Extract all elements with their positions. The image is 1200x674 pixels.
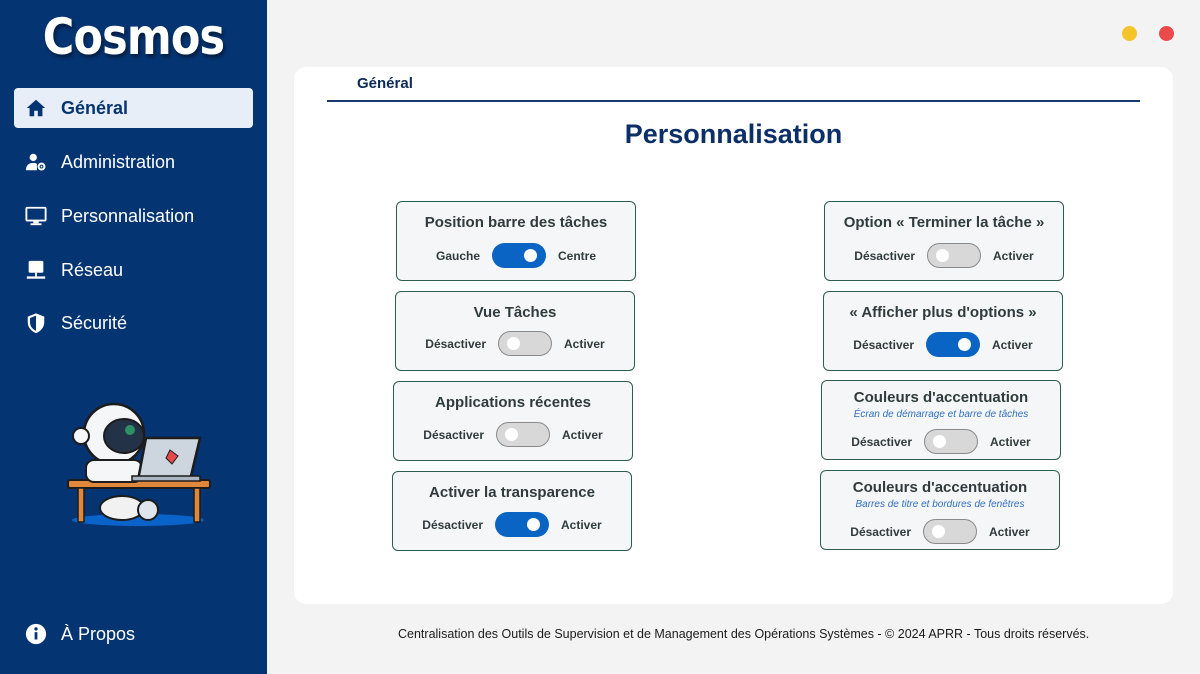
minimize-button[interactable] (1122, 26, 1137, 41)
astronaut-illustration (67, 402, 211, 526)
toggle-off-label: Désactiver (851, 434, 913, 449)
info-icon (24, 622, 48, 646)
option-label: Applications récentes (435, 394, 591, 411)
close-button[interactable] (1159, 26, 1174, 41)
toggle-on-label: Centre (558, 248, 597, 263)
network-icon (24, 258, 48, 282)
sidebar-item-reseau[interactable]: Réseau (14, 250, 253, 290)
option-taskbar-position: Position barre des tâches Gauche Centre (396, 201, 636, 281)
monitor-icon (24, 204, 48, 228)
main-panel: Général Personnalisation Position barre … (294, 67, 1173, 604)
task-view-toggle[interactable] (498, 331, 553, 356)
option-end-task: Option « Terminer la tâche » Désactiver … (824, 201, 1064, 281)
toggle-on-label: Activer (990, 434, 1031, 449)
shield-icon (24, 311, 48, 335)
home-icon (24, 96, 48, 120)
option-subtitle: Écran de démarrage et barre de tâches (853, 409, 1029, 420)
sidebar-item-general[interactable]: Général (14, 88, 253, 128)
option-subtitle: Barres de titre et bordures de fenêtres (855, 499, 1025, 510)
option-transparency: Activer la transparence Désactiver Activ… (392, 471, 632, 551)
end-task-toggle[interactable] (927, 243, 982, 268)
option-label: Activer la transparence (429, 484, 595, 501)
toggle-on-label: Activer (562, 427, 603, 442)
taskbar-position-toggle[interactable] (492, 243, 546, 268)
option-accent-titlebars: Couleurs d'accentuation Barres de titre … (820, 470, 1060, 550)
recent-apps-toggle[interactable] (496, 422, 551, 447)
toggle-on-label: Activer (992, 337, 1033, 352)
toggle-off-label: Désactiver (853, 337, 915, 352)
sidebar-item-label: Personnalisation (61, 205, 195, 226)
option-label: Option « Terminer la tâche » (843, 214, 1045, 231)
sidebar-item-securite[interactable]: Sécurité (14, 303, 253, 343)
tab-underline (327, 100, 1140, 102)
accent-start-taskbar-toggle[interactable] (924, 429, 979, 454)
transparency-toggle[interactable] (495, 512, 550, 537)
sidebar-item-label: Administration (61, 151, 176, 172)
show-more-options-toggle[interactable] (926, 332, 981, 357)
sidebar: Cosmos Général Administration Personnali… (0, 0, 267, 674)
sidebar-item-label: Réseau (61, 259, 124, 280)
page-title: Personnalisation (624, 119, 843, 149)
sidebar-item-label: À Propos (61, 623, 136, 644)
option-label: Vue Tâches (473, 304, 557, 321)
toggle-off-label: Désactiver (850, 524, 912, 539)
sidebar-item-about[interactable]: À Propos (14, 614, 253, 654)
toggle-on-label: Activer (564, 336, 605, 351)
footer-copyright: Centralisation des Outils de Supervision… (398, 627, 1090, 641)
option-label: Position barre des tâches (424, 214, 608, 231)
option-label: « Afficher plus d'options » (849, 304, 1037, 321)
toggle-off-label: Désactiver (423, 427, 485, 442)
toggle-on-label: Activer (561, 517, 602, 532)
sidebar-item-label: Général (61, 97, 129, 118)
option-task-view: Vue Tâches Désactiver Activer (395, 291, 635, 371)
option-recent-apps: Applications récentes Désactiver Activer (393, 381, 633, 461)
accent-titlebars-toggle[interactable] (923, 519, 978, 544)
toggle-off-label: Désactiver (422, 517, 484, 532)
toggle-on-label: Activer (993, 248, 1034, 263)
sidebar-item-administration[interactable]: Administration (14, 142, 253, 182)
option-show-more-options: « Afficher plus d'options » Désactiver A… (823, 291, 1063, 371)
option-label: Couleurs d'accentuation (853, 389, 1029, 406)
sidebar-item-label: Sécurité (61, 312, 128, 333)
app-logo-title: Cosmos (42, 8, 225, 66)
user-gear-icon (24, 150, 48, 174)
option-label: Couleurs d'accentuation (852, 479, 1028, 496)
toggle-off-label: Désactiver (854, 248, 916, 263)
toggle-on-label: Activer (989, 524, 1030, 539)
toggle-off-label: Désactiver (425, 336, 487, 351)
tab-general[interactable]: Général (357, 75, 413, 92)
option-accent-start-taskbar: Couleurs d'accentuation Écran de démarra… (821, 380, 1061, 460)
sidebar-item-personnalisation[interactable]: Personnalisation (14, 196, 253, 236)
toggle-off-label: Gauche (435, 248, 480, 263)
